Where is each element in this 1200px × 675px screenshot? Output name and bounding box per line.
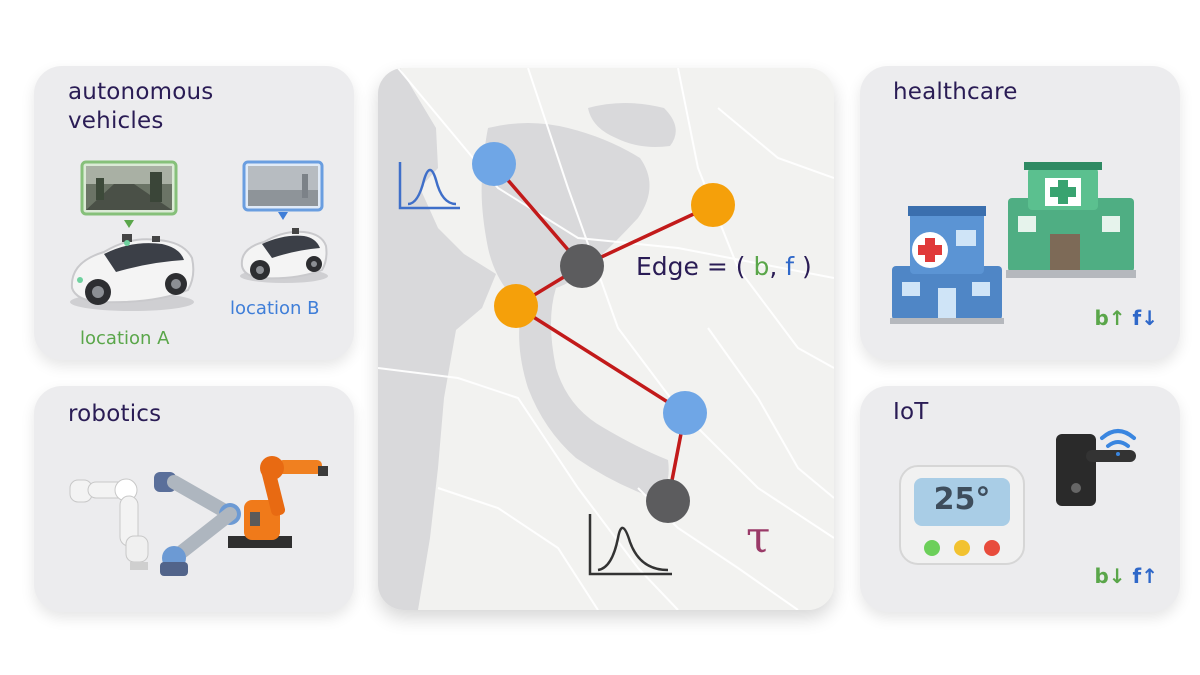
- location-b-label: location B: [230, 298, 320, 319]
- robot-arms-illustration: [69, 456, 328, 576]
- ur-robot-arm-icon: [154, 472, 241, 576]
- map-ocean: [378, 68, 496, 610]
- iot-card: IoT 25° b↓ f↑: [860, 386, 1180, 612]
- node-gray-bottom: [646, 479, 690, 523]
- iot-b-dir: ↓: [1108, 564, 1126, 588]
- iot-arrows: b↓ f↑: [1094, 564, 1158, 588]
- car-b-icon: [240, 228, 328, 283]
- node-orange-right: [691, 183, 735, 227]
- map-graph-svg: [378, 68, 834, 610]
- industrial-robot-arm-icon: [228, 456, 328, 548]
- normal-distribution-icon: [398, 162, 460, 210]
- node-blue-top: [472, 142, 516, 186]
- healthcare-b-dir: ↑: [1108, 306, 1126, 330]
- node-orange-left: [494, 284, 538, 328]
- healthcare-f-dir: ↓: [1141, 306, 1158, 330]
- skewed-distribution-icon: [588, 514, 672, 576]
- smart-lock-icon: [1056, 434, 1136, 506]
- white-robot-arm-icon: [69, 478, 149, 570]
- robotics-card: robotics: [34, 386, 354, 612]
- edge-b: b: [753, 252, 770, 281]
- location-a-label: location A: [80, 328, 170, 349]
- edge-f: f: [785, 252, 795, 281]
- iot-b: b: [1094, 564, 1109, 588]
- edge-sep: ,: [769, 252, 778, 281]
- map-roads: [378, 68, 834, 610]
- edge-suffix: ): [802, 252, 812, 281]
- map-graph-panel: [378, 68, 834, 610]
- hospitals-illustration: [890, 162, 1136, 324]
- robotics-title: robotics: [68, 401, 162, 427]
- edge-formula: Edge = ( b, f ): [636, 252, 812, 281]
- map-north-bay: [588, 103, 676, 147]
- wifi-icon: [1100, 429, 1136, 456]
- thermostat-display: 25°: [933, 482, 991, 517]
- iot-f-dir: ↑: [1141, 564, 1158, 588]
- iot-title: IoT: [893, 399, 929, 425]
- iot-devices-illustration: [899, 429, 1136, 565]
- healthcare-title: healthcare: [893, 79, 1018, 105]
- car-a-icon: [70, 234, 195, 311]
- iot-f: f: [1132, 564, 1142, 588]
- camera-view-b-icon: [242, 160, 324, 220]
- camera-view-a-icon: [80, 160, 178, 228]
- thermostat-icon: [899, 465, 1025, 565]
- green-hospital-icon: [1006, 162, 1136, 278]
- tau-symbol: τ: [746, 512, 771, 563]
- vehicles-illustration: [70, 160, 328, 311]
- healthcare-card: healthcare: [860, 66, 1180, 360]
- edge-prefix: Edge = (: [636, 252, 746, 281]
- healthcare-arrows: b↑ f↓: [1094, 306, 1158, 330]
- blue-hospital-icon: [890, 206, 1004, 324]
- node-blue-bottom: [663, 391, 707, 435]
- healthcare-f: f: [1132, 306, 1142, 330]
- healthcare-b: b: [1094, 306, 1109, 330]
- node-gray-center: [560, 244, 604, 288]
- autonomous-vehicles-title: autonomous vehicles: [68, 79, 214, 134]
- autonomous-vehicles-card: autonomous vehicles: [34, 66, 354, 360]
- map-bay: [481, 123, 669, 498]
